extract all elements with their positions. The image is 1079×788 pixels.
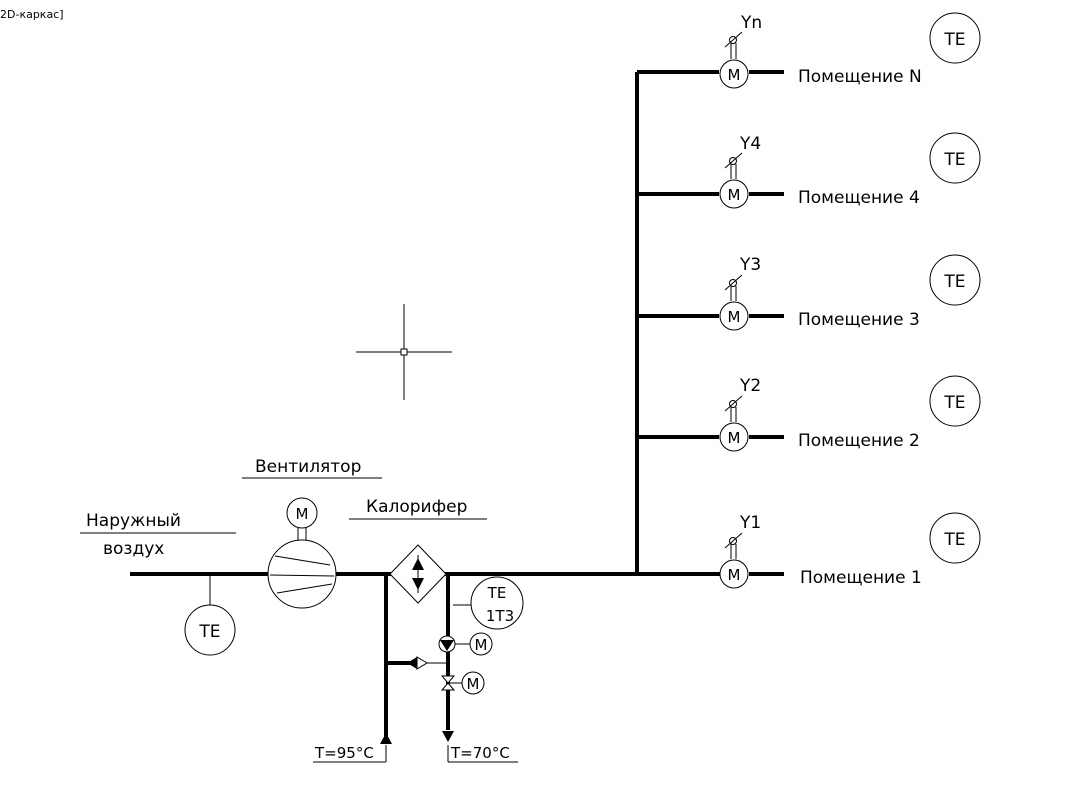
damper-motor-3: M <box>728 308 741 326</box>
branch-room-4: M Y4 Помещение 4 TE <box>637 132 981 209</box>
room-sensor-1: TE <box>943 530 965 550</box>
room-label-2: Помещение 2 <box>798 431 920 451</box>
room-label-n: Помещение N <box>798 67 922 87</box>
damper-motor-4: M <box>728 186 741 204</box>
room-label-1: Помещение 1 <box>800 568 922 588</box>
viewport-label: 2D-каркас] <box>0 8 64 21</box>
branch-room-n: M Yn Помещение N TE <box>637 12 981 89</box>
branch-room-2: M Y2 Помещение 2 TE <box>637 375 981 452</box>
damper-motor-2: M <box>728 429 741 447</box>
damper-motor-1: M <box>728 566 741 584</box>
heater-sensor-label-2: 1T3 <box>486 607 514 625</box>
branch-room-3: M Y3 Помещение 3 TE <box>637 254 981 331</box>
room-label-3: Помещение 3 <box>798 310 920 330</box>
damper-label-3: Y3 <box>739 255 761 275</box>
outside-air-label-1: Наружный <box>86 511 181 531</box>
outside-air: Наружный воздух TE <box>80 511 236 656</box>
damper-label-2: Y2 <box>739 376 761 396</box>
room-sensor-n: TE <box>943 30 965 50</box>
damper-label-n: Yn <box>740 13 762 33</box>
damper-label-1: Y1 <box>739 513 761 533</box>
heater: Калорифер <box>349 497 487 604</box>
outside-air-label-2: воздух <box>103 539 164 559</box>
cad-cursor[interactable] <box>356 304 452 400</box>
room-sensor-4: TE <box>943 150 965 170</box>
room-label-4: Помещение 4 <box>798 188 920 208</box>
damper-label-4: Y4 <box>739 134 761 154</box>
valve-motor: M <box>467 675 480 693</box>
return-temp-label: T=70°C <box>450 744 510 762</box>
supply-temp: T=95°C <box>313 744 387 763</box>
room-sensor-3: TE <box>943 272 965 292</box>
room-sensor-2: TE <box>943 393 965 413</box>
heater-sensor: TE 1T3 <box>453 576 524 630</box>
pump-motor: M <box>475 636 488 654</box>
heater-sensor-label-1: TE <box>487 584 507 602</box>
fan: Вентилятор M <box>242 457 382 609</box>
fan-label: Вентилятор <box>255 457 361 477</box>
supply-temp-label: T=95°C <box>314 744 374 762</box>
return-temp: T=70°C <box>447 744 518 763</box>
heater-label: Калорифер <box>366 497 467 517</box>
branch-room-1: M Y1 Помещение 1 TE <box>719 512 981 589</box>
damper-motor-n: M <box>728 66 741 84</box>
fan-motor: M <box>296 505 309 523</box>
pump: M <box>438 632 493 656</box>
control-valve: M <box>440 671 485 695</box>
outside-air-sensor: TE <box>198 622 220 642</box>
